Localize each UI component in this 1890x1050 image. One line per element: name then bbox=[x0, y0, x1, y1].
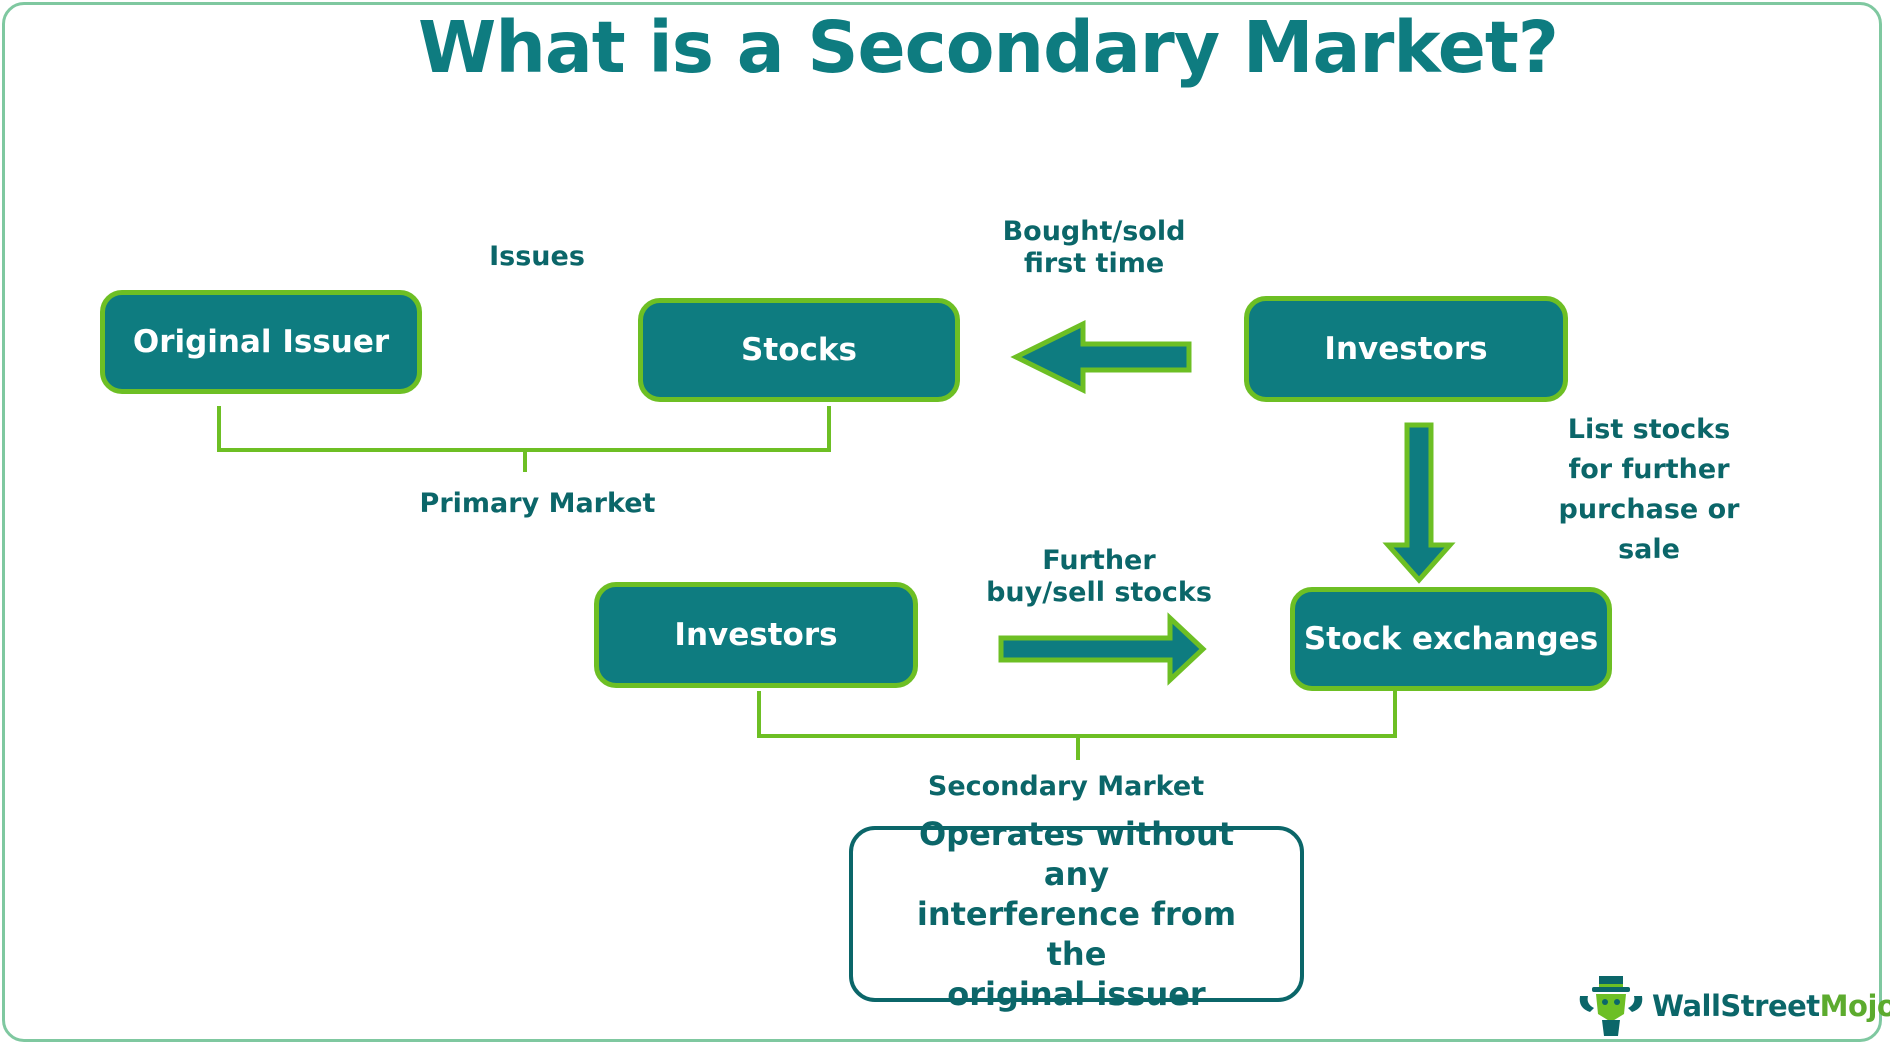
primary-market-text: Primary Market bbox=[419, 488, 656, 519]
further-buy-sell-label: Further buy/sell stocks bbox=[964, 545, 1234, 608]
investors-top-label: Investors bbox=[1324, 331, 1488, 367]
arrow-down-list-stocks bbox=[1382, 422, 1456, 584]
issues-text: Issues bbox=[489, 241, 585, 272]
stock-exchanges-label: Stock exchanges bbox=[1303, 621, 1599, 657]
further-line2: buy/sell stocks bbox=[986, 576, 1212, 608]
bought-sold-line1: Bought/sold bbox=[1002, 216, 1186, 247]
stocks-label: Stocks bbox=[741, 332, 857, 368]
note-line2: interference from the bbox=[916, 895, 1237, 973]
note-line1: Operates without any bbox=[918, 815, 1235, 893]
note-line3: original issuer bbox=[947, 975, 1206, 1013]
secondary-market-text: Secondary Market bbox=[927, 771, 1205, 802]
secondary-market-note: Operates without any interference from t… bbox=[849, 815, 1304, 1013]
primary-market-bracket bbox=[217, 406, 831, 452]
bull-mascot-icon bbox=[1579, 976, 1643, 1036]
investors-bottom-box: Investors bbox=[594, 582, 918, 688]
list-stocks-line1: List stocks bbox=[1567, 414, 1731, 445]
secondary-market-bracket bbox=[757, 691, 1397, 738]
arrow-right-further-buy-sell bbox=[998, 612, 1207, 686]
logo-wordmark: WallStreetMojo bbox=[1652, 989, 1890, 1023]
arrow-left-bought-sold bbox=[1010, 319, 1192, 395]
stocks-box: Stocks bbox=[638, 298, 960, 402]
issues-label: Issues bbox=[437, 241, 637, 273]
logo-part2: Mojo bbox=[1819, 989, 1890, 1023]
wallstreetmojo-logo: WallStreetMojo bbox=[1576, 974, 1890, 1038]
list-stocks-line3: purchase or bbox=[1558, 493, 1740, 525]
secondary-market-label: Secondary Market bbox=[916, 771, 1216, 803]
investors-bottom-label: Investors bbox=[674, 617, 838, 653]
list-stocks-line4: sale bbox=[1618, 533, 1680, 565]
further-line1: Further bbox=[1042, 545, 1156, 576]
list-stocks-label: List stocks for further purchase or sale bbox=[1534, 410, 1764, 570]
investors-top-box: Investors bbox=[1244, 296, 1568, 402]
list-stocks-line2: for further bbox=[1568, 453, 1730, 485]
original-issuer-label: Original Issuer bbox=[132, 324, 390, 360]
logo-part1: WallStreet bbox=[1652, 989, 1820, 1023]
stock-exchanges-box: Stock exchanges bbox=[1290, 587, 1612, 691]
original-issuer-box: Original Issuer bbox=[100, 290, 422, 394]
bought-sold-label: Bought/sold first time bbox=[954, 216, 1234, 279]
page-title: What is a Secondary Market? bbox=[418, 6, 1559, 89]
primary-market-label: Primary Market bbox=[380, 488, 695, 520]
bought-sold-line2: first time bbox=[1023, 247, 1165, 279]
